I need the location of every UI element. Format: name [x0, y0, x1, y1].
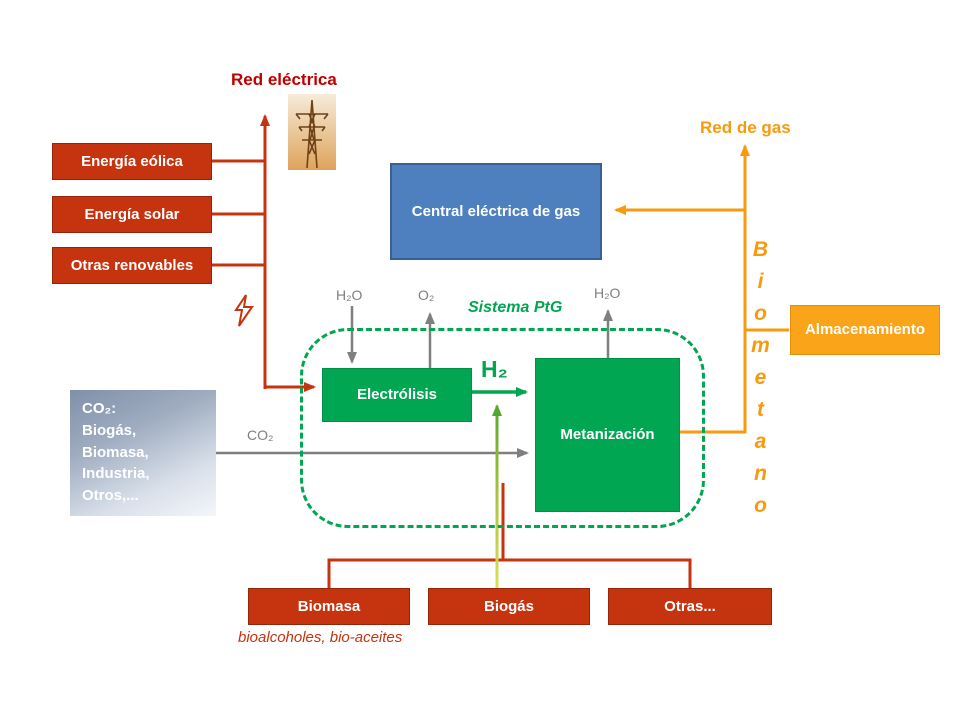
- gas-grid-title: Red de gas: [700, 118, 791, 137]
- co2-source-item: Biogás,: [82, 421, 137, 439]
- biogas-box: Biogás: [428, 588, 590, 625]
- gas-power-plant-box: Central eléctrica de gas: [390, 163, 602, 260]
- co2-source-item: Industria,: [82, 465, 150, 483]
- h2o-out-label: H₂O: [594, 285, 621, 301]
- co2-flow-label: CO₂: [247, 427, 274, 443]
- biomass-box: Biomasa: [248, 588, 410, 625]
- co2-source-item: Otros,...: [82, 487, 139, 504]
- pylon-icon: [288, 94, 336, 170]
- methanation-box: Metanización: [535, 358, 680, 512]
- ptg-system-label: Sistema PtG: [468, 299, 563, 316]
- storage-box: Almacenamiento: [790, 305, 940, 355]
- solar-energy-box: Energía solar: [52, 196, 212, 233]
- o2-out-label: O₂: [418, 287, 435, 303]
- h2-label: H₂: [481, 356, 508, 382]
- electric-grid-title: Red eléctrica: [231, 70, 337, 89]
- ptg-system-boundary: [300, 328, 705, 528]
- biomethane-label: Biometano: [749, 238, 772, 526]
- co2-box-title: CO₂:: [82, 400, 117, 417]
- other-renewables-box: Otras renovables: [52, 247, 212, 284]
- co2-source-item: Biomasa,: [82, 443, 149, 461]
- wind-energy-box: Energía eólica: [52, 143, 212, 180]
- other-feedstock-box: Otras...: [608, 588, 772, 625]
- h2o-in-label: H₂O: [336, 287, 363, 303]
- electrolysis-box: Electrólisis: [322, 368, 472, 422]
- co2-sources-box: CO₂: Biogás, Biomasa, Industria, Otros,.…: [70, 390, 216, 516]
- lightning-icon: [232, 294, 256, 328]
- feedstock-footnote: bioalcoholes, bio-aceites: [238, 629, 403, 646]
